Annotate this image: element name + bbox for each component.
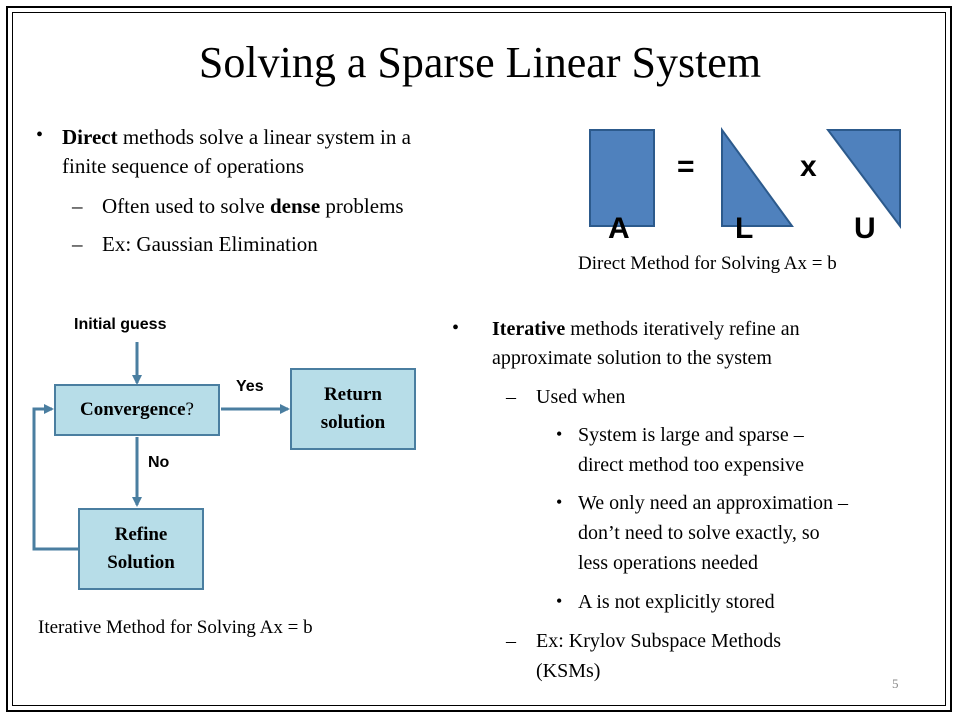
lu-caption: Direct Method for Solving Ax = b: [578, 253, 837, 274]
direct-bullet-line2: finite sequence of operations: [62, 154, 304, 178]
direct-sub1-post: problems: [320, 194, 404, 218]
matrix-a-square: [589, 129, 655, 227]
iterative-bullet-line1: Iterative methods iteratively refine an: [492, 318, 800, 341]
page-number: 5: [892, 676, 899, 691]
flow-refine-line2: Solution: [107, 552, 175, 573]
slide-frame-inner: [12, 12, 946, 706]
flow-yes-label: Yes: [236, 378, 264, 395]
direct-bullet-marker: •: [36, 124, 44, 146]
flow-return-box: Return solution: [290, 368, 416, 450]
flow-refine-line1: Refine: [114, 524, 168, 545]
iterative-item1-dot: •: [556, 424, 563, 444]
lu-equals-sign: =: [677, 150, 695, 183]
direct-sub1-bold: dense: [269, 194, 321, 218]
matrix-l-triangle: [721, 126, 794, 227]
slide-frame-outer: [6, 6, 952, 712]
direct-bullet-line1: Direct methods solve a linear system in …: [62, 125, 411, 150]
flow-return-line1: Return: [323, 384, 383, 405]
iterative-ex-line2: (KSMs): [536, 660, 601, 682]
iterative-item2-line3: less operations needed: [578, 552, 758, 574]
flow-caption: Iterative Method for Solving Ax = b: [38, 617, 313, 638]
lu-times-sign: x: [800, 150, 817, 183]
iterative-item2-line2: don’t need to solve exactly, so: [578, 522, 820, 544]
iterative-item1-line2: direct method too expensive: [578, 454, 805, 476]
slide-title: Solving a Sparse Linear System: [198, 38, 762, 87]
flow-return-line2: solution: [320, 412, 386, 433]
lu-label-u: U: [854, 212, 876, 245]
flow-convergence-label: Convergence: [80, 399, 186, 420]
iterative-sub1-dash: –: [506, 386, 516, 408]
iterative-item3: A is not explicitly stored: [578, 591, 775, 613]
flow-convergence-box: Convergence?: [54, 384, 220, 436]
lu-label-l: L: [735, 212, 754, 245]
iterative-text-line1: methods iteratively refine an: [565, 318, 800, 340]
arrow-refine-loopback: [32, 404, 78, 551]
matrix-u-triangle: [826, 129, 901, 229]
direct-sub2: Ex: Gaussian Elimination: [102, 232, 318, 256]
iterative-item2-dot: •: [556, 492, 563, 512]
iterative-item1-line1: System is large and sparse –: [578, 424, 804, 446]
flow-initial-guess: Initial guess: [74, 316, 167, 333]
flow-convergence-question: ?: [185, 399, 194, 420]
direct-label: Direct: [62, 125, 118, 149]
iterative-bullet-line2: approximate solution to the system: [492, 347, 772, 369]
iterative-bullet-marker: •: [452, 317, 460, 339]
direct-sub2-dash: –: [72, 232, 83, 256]
direct-sub1: Often used to solve dense problems: [102, 194, 404, 219]
iterative-ex-line1: Ex: Krylov Subspace Methods: [536, 630, 781, 652]
iterative-item2-line1: We only need an approximation –: [578, 492, 848, 514]
direct-sub1-dash: –: [72, 194, 83, 218]
iterative-item3-dot: •: [556, 591, 563, 611]
direct-text-line1: methods solve a linear system in a: [117, 125, 411, 149]
iterative-sub2-dash: –: [506, 630, 516, 652]
lu-label-a: A: [608, 212, 630, 245]
flow-no-label: No: [148, 454, 170, 471]
iterative-label: Iterative: [492, 318, 566, 340]
iterative-used-when: Used when: [536, 386, 626, 408]
direct-sub1-pre: Often used to solve: [102, 194, 270, 218]
